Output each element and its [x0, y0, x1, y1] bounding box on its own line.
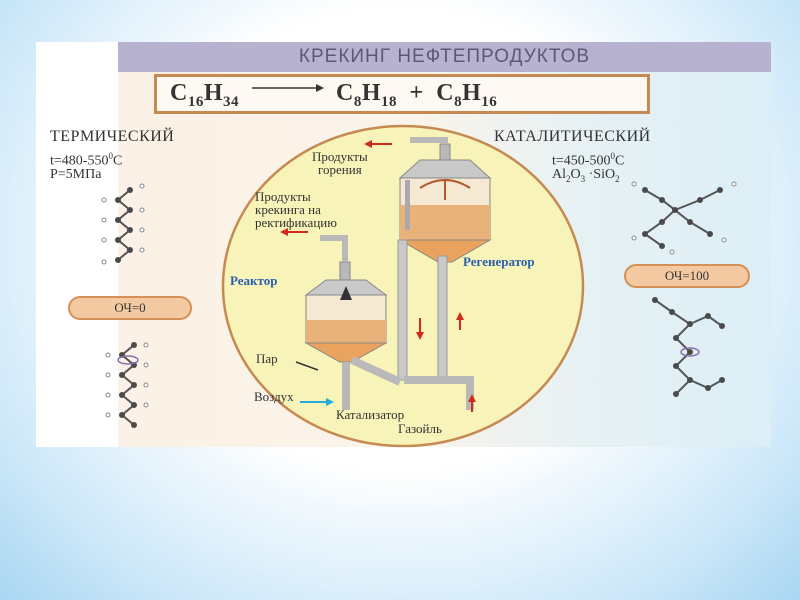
- thermal-molecule-top: [101, 183, 145, 265]
- steam-label: Пар: [256, 351, 278, 366]
- reactor-label: Реактор: [230, 273, 278, 288]
- thermal-octane-badge: ОЧ=0: [68, 296, 192, 320]
- catalyst-label: Катализатор: [336, 407, 405, 422]
- air-label: Воздух: [254, 389, 294, 404]
- standpipe-right: [437, 255, 448, 381]
- regenerator-vessel: [398, 143, 492, 263]
- catalytic-octane-badge: ОЧ=100: [624, 264, 750, 288]
- steam-arrow: [295, 361, 319, 371]
- catalytic-catalyst: Al2O3 ·SiO2: [552, 167, 620, 184]
- gasoil-label: Газойль: [398, 421, 442, 436]
- cracking-products-label: Продукты крекинга на ректификацию: [255, 189, 337, 230]
- combustion-products-label: Продукты горения: [312, 149, 368, 177]
- cracking-equation: C16H34 C8H18 + C8H16: [170, 80, 497, 111]
- catalytic-molecule-top: [631, 181, 737, 255]
- slide-title: КРЕКИНГ НЕФТЕПРОДУКТОВ: [118, 42, 771, 72]
- reaction-arrow-icon: [251, 73, 324, 100]
- regenerator-label: Регенератор: [463, 254, 535, 269]
- thermal-heading: ТЕРМИЧЕСКИЙ: [50, 128, 175, 145]
- equation-box: [154, 74, 650, 114]
- left-margin: [36, 42, 118, 447]
- catalytic-heading: КАТАЛИТИЧЕСКИЙ: [494, 128, 651, 145]
- thermal-molecule-bottom: [105, 342, 149, 428]
- standpipe-left: [397, 239, 408, 381]
- thermal-pressure: P=5МПа: [50, 167, 102, 182]
- catalytic-molecule-bottom: [652, 297, 725, 397]
- reactor-vessel: [304, 261, 388, 363]
- thermal-temperature: t=480-5500C: [50, 151, 123, 169]
- catalytic-temperature: t=450-5000C: [552, 151, 625, 169]
